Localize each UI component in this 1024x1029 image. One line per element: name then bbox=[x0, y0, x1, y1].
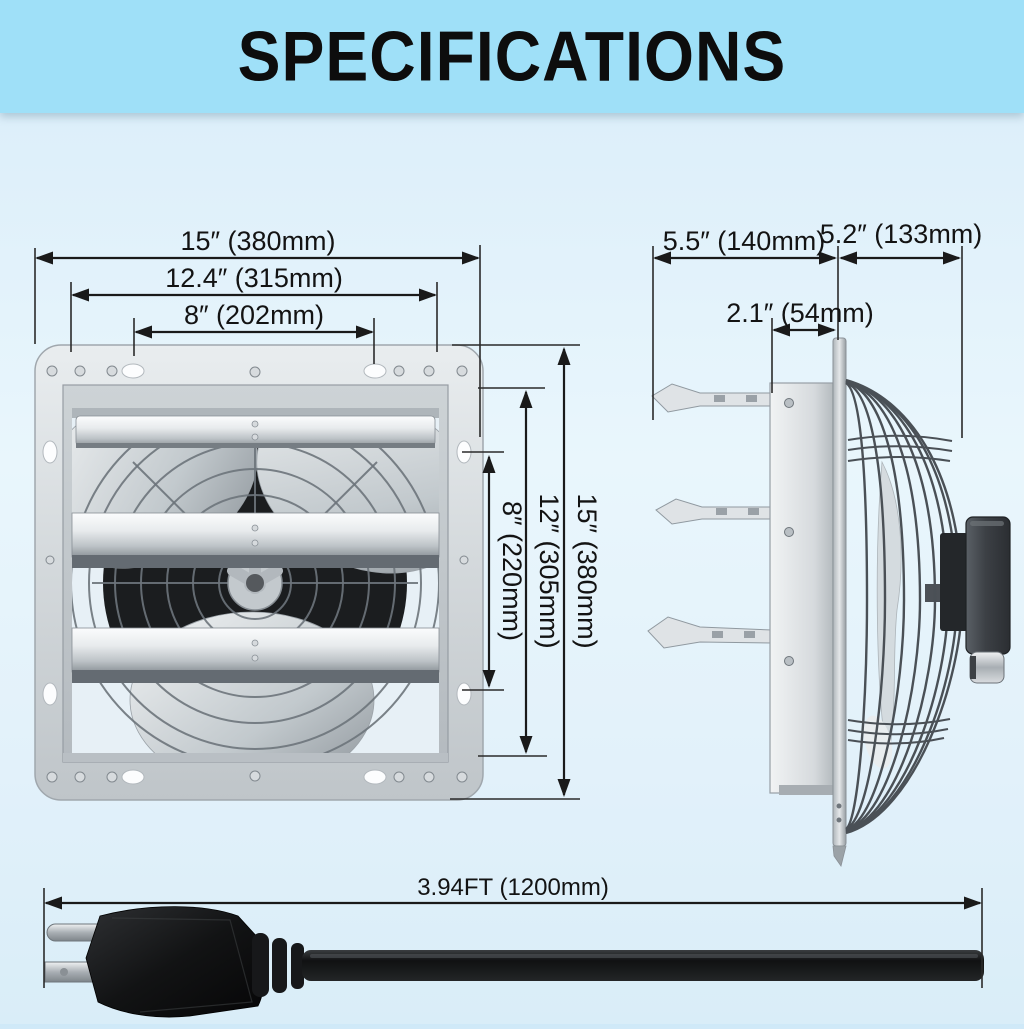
side-panel-screws bbox=[784, 398, 794, 666]
side-depth-dimensions: 5.5″ (140mm) 5.2″ (133mm) 2.1″ (54mm) bbox=[652, 219, 983, 438]
dim-side-guard-depth: 5.2″ (133mm) bbox=[820, 219, 983, 249]
dim-front-height-holes: 12″ (305mm) bbox=[534, 493, 564, 648]
diagram-canvas: 15″ (380mm) 12.4″ (315mm) 8″ (202mm) 8″ … bbox=[0, 113, 1024, 1024]
side-motor bbox=[940, 516, 1011, 684]
plug-pin-hole bbox=[60, 968, 68, 976]
front-height-dimensions: 8″ (220mm) 12″ (305mm) 15″ (380mm) bbox=[450, 344, 602, 800]
plug-body bbox=[85, 906, 265, 1018]
dim-front-height-outer: 15″ (380mm) bbox=[572, 493, 602, 648]
diagram-svg: 15″ (380mm) 12.4″ (315mm) 8″ (202mm) 8″ … bbox=[34, 219, 1011, 1018]
dim-side-frame-depth: 2.1″ (54mm) bbox=[726, 298, 874, 328]
plug-facet-line bbox=[111, 917, 253, 1013]
side-flange-tip bbox=[832, 845, 847, 867]
side-wire-guard bbox=[845, 378, 964, 835]
side-frame-panel bbox=[769, 382, 834, 794]
dim-front-width-outer: 15″ (380mm) bbox=[180, 226, 335, 256]
header-bar: SPECIFICATIONS bbox=[0, 0, 1024, 113]
dim-side-shutter-depth: 5.5″ (140mm) bbox=[663, 226, 826, 256]
cord-strain-relief bbox=[252, 933, 304, 997]
side-mounting-flange bbox=[832, 337, 847, 847]
cord-length-dimension: 3.94FT (1200mm) bbox=[43, 874, 983, 988]
side-frame-foot bbox=[779, 785, 833, 795]
power-cord bbox=[44, 906, 984, 1018]
dim-front-width-holes: 12.4″ (315mm) bbox=[165, 263, 343, 293]
page-title: SPECIFICATIONS bbox=[237, 17, 787, 96]
front-width-dimensions: 15″ (380mm) 12.4″ (315mm) 8″ (202mm) bbox=[34, 226, 481, 437]
flange-screw bbox=[836, 817, 842, 823]
dim-front-height-inner: 8″ (220mm) bbox=[497, 501, 527, 641]
side-louvers bbox=[647, 383, 773, 649]
front-view bbox=[34, 344, 484, 801]
dim-cord-length: 3.94FT (1200mm) bbox=[417, 874, 609, 901]
cable-highlight bbox=[310, 954, 978, 958]
flange-screw bbox=[836, 803, 842, 809]
dim-front-width-inner: 8″ (202mm) bbox=[184, 300, 324, 330]
shutter-louvers bbox=[63, 408, 448, 762]
side-view bbox=[647, 337, 1011, 867]
